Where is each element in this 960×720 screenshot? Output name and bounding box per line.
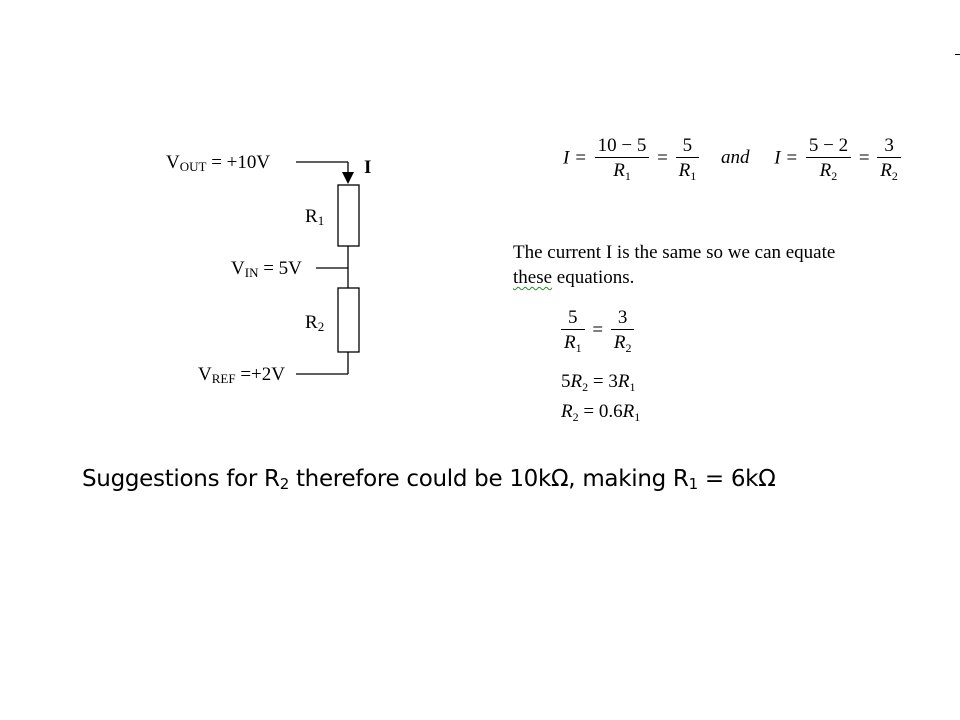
corner-mark bbox=[955, 54, 960, 55]
current-arrow-head bbox=[342, 172, 354, 184]
derivation-line-2: 5R2 = 3R1 bbox=[561, 371, 636, 394]
derivation-fraction-equation: 5 R1 = 3 R2 bbox=[558, 308, 637, 354]
suggestion-text: Suggestions for R2 therefore could be 10… bbox=[82, 466, 776, 493]
statement-line-2: these equations. bbox=[513, 267, 635, 288]
current-eq2-lhs: I = bbox=[774, 147, 799, 169]
equate-statement: The current I is the same so we can equa… bbox=[513, 240, 893, 290]
derivation-line-3: R2 = 0.6R1 bbox=[561, 401, 641, 424]
statement-line-1: The current I is the same so we can equa… bbox=[513, 242, 836, 263]
current-eq1-lhs: I = bbox=[563, 147, 587, 169]
and-word: and bbox=[720, 147, 750, 169]
fraction-5-over-r1-b: 5 R1 bbox=[561, 308, 585, 354]
vout-label: VOUT = +10V bbox=[166, 152, 271, 174]
vin-label: VIN = 5V bbox=[231, 258, 302, 280]
r1-label: R1 bbox=[305, 206, 325, 228]
resistor-r2 bbox=[337, 287, 360, 353]
current-label: I bbox=[364, 157, 372, 178]
fraction-3-over-r2-b: 3 R2 bbox=[610, 308, 635, 354]
fraction-10-5-over-r1: 10 − 5 R1 bbox=[594, 136, 650, 182]
current-equations: I = 10 − 5 R1 = 5 R1 and I = 5 − 2 R2 = … bbox=[563, 136, 904, 182]
fraction-5-over-r1: 5 R1 bbox=[675, 136, 700, 182]
fraction-3-over-r2: 3 R2 bbox=[877, 136, 901, 182]
spellcheck-marked-word: these bbox=[513, 267, 553, 288]
resistor-r1 bbox=[337, 184, 360, 247]
fraction-5-2-over-r2: 5 − 2 R2 bbox=[805, 136, 852, 182]
r2-label: R2 bbox=[305, 312, 325, 334]
vref-label: VREF =+2V bbox=[198, 364, 285, 386]
